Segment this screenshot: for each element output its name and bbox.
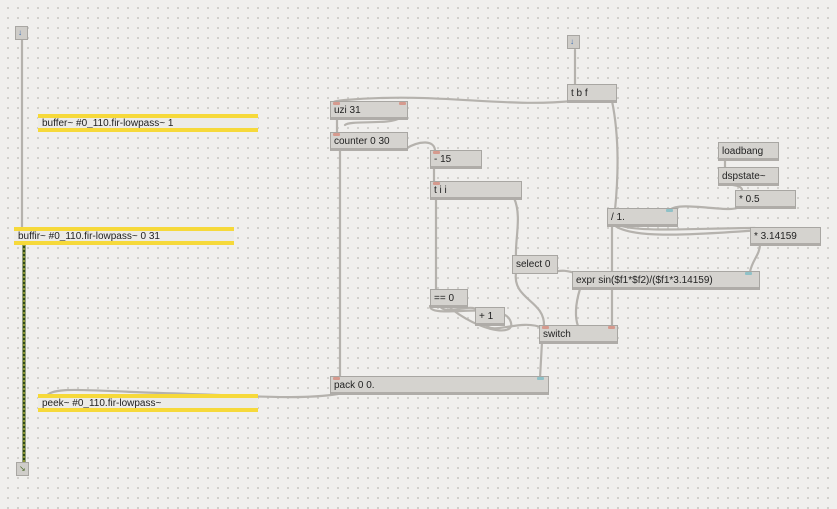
div1-object[interactable]: / 1.	[607, 208, 678, 227]
uzi-object-label: uzi 31	[334, 105, 361, 116]
uzi-object[interactable]: uzi 31	[330, 101, 408, 120]
inlet-port[interactable]	[399, 102, 406, 105]
inlet-port[interactable]	[333, 102, 340, 105]
inlet-port[interactable]	[433, 182, 440, 185]
inlet-port[interactable]	[537, 377, 544, 380]
pack-object[interactable]: pack 0 0.	[330, 376, 549, 395]
times05-object[interactable]: * 0.5	[735, 190, 796, 209]
cord-tbf-to-div	[610, 99, 619, 212]
plus-object-label: + 1	[479, 311, 494, 322]
minus-object[interactable]: - 15	[430, 150, 482, 169]
select-object-label: select 0	[516, 259, 551, 270]
inlet-port[interactable]	[542, 326, 549, 329]
arrow-down-icon: ↓	[570, 37, 574, 46]
inlet-right[interactable]: ↓	[567, 35, 580, 49]
arrow-down-icon: ↓	[18, 28, 22, 37]
loadbang-object[interactable]: loadbang	[718, 142, 779, 161]
div1-object-label: / 1.	[611, 212, 625, 223]
tii-object-label: t i i	[434, 185, 447, 196]
arrow-out-icon: ↘	[19, 464, 26, 473]
buffir-object[interactable]: buffir~ #0_110.fir-lowpass~ 0 31	[14, 227, 234, 245]
switch-object[interactable]: switch	[539, 325, 618, 344]
select-object[interactable]: select 0	[512, 255, 558, 274]
times05-object-label: * 0.5	[739, 194, 760, 205]
cord-select-to-switch	[514, 270, 546, 328]
plus-object[interactable]: + 1	[475, 307, 505, 326]
inlet-port[interactable]	[608, 326, 615, 329]
inlet-port[interactable]	[666, 209, 673, 212]
buffer-object[interactable]: buffer~ #0_110.fir-lowpass~ 1	[38, 114, 258, 132]
expr-object[interactable]: expr sin($f1*$f2)/($f1*3.14159)	[572, 271, 760, 290]
cord-tii-to-select	[512, 196, 519, 258]
expr-object-label: expr sin($f1*$f2)/($f1*3.14159)	[576, 275, 713, 286]
timespi-object[interactable]: * 3.14159	[750, 227, 821, 246]
inlet-port[interactable]	[745, 272, 752, 275]
switch-object-label: switch	[543, 329, 571, 340]
eq-object[interactable]: == 0	[430, 289, 468, 308]
cord-times-to-div	[668, 204, 742, 212]
tii-object[interactable]: t i i	[430, 181, 522, 200]
inlet-port[interactable]	[333, 133, 340, 136]
buffer-object-label: buffer~ #0_110.fir-lowpass~ 1	[42, 118, 174, 129]
dspstate-object-label: dspstate~	[722, 171, 766, 182]
cord-expr-to-switch	[574, 287, 582, 328]
loadbang-object-label: loadbang	[722, 146, 764, 157]
eq-object-label: == 0	[434, 293, 455, 304]
counter-object-label: counter 0 30	[334, 136, 390, 147]
outlet[interactable]: ↘	[16, 462, 29, 476]
inlet-left[interactable]: ↓	[15, 26, 28, 40]
counter-object[interactable]: counter 0 30	[330, 132, 408, 151]
buffir-object-label: buffir~ #0_110.fir-lowpass~ 0 31	[18, 231, 160, 242]
cord-switch-to-pack	[538, 340, 544, 380]
tbf-object[interactable]: t b f	[567, 84, 617, 103]
tbf-object-label: t b f	[571, 88, 588, 99]
inlet-port[interactable]	[333, 377, 340, 380]
dspstate-object[interactable]: dspstate~	[718, 167, 779, 186]
inlet-port[interactable]	[433, 151, 440, 154]
minus-object-label: - 15	[434, 154, 452, 165]
peek-object-label: peek~ #0_110.fir-lowpass~	[42, 398, 162, 409]
cord-pi-to-expr	[748, 242, 762, 274]
pack-object-label: pack 0 0.	[334, 380, 375, 391]
timespi-object-label: * 3.14159	[754, 231, 797, 242]
peek-object[interactable]: peek~ #0_110.fir-lowpass~	[38, 394, 258, 412]
